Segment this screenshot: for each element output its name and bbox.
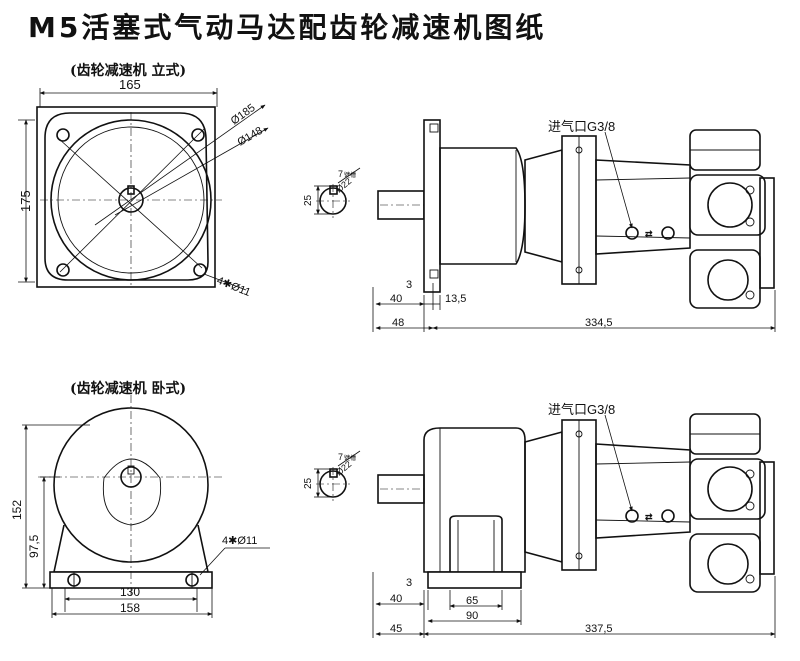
d185-label: Ø185 — [229, 102, 258, 128]
height-152: 152 — [10, 500, 24, 520]
port-out — [661, 226, 675, 240]
front-view-vertical: Ø185 Ø148 4✱Ø11 165 175 — [18, 77, 269, 299]
dim-90: 90 — [466, 610, 478, 622]
mount-flange — [423, 119, 441, 293]
dim-48-top: 48 — [392, 317, 404, 329]
motor-body-bottom — [595, 443, 691, 539]
shaft-height-bottom: 25 — [303, 477, 314, 489]
motor-body — [595, 159, 691, 255]
hole-label-bottom: 4✱Ø11 — [222, 535, 257, 547]
front-view-horizontal: 152 97,5 4✱Ø11 130 158 — [10, 395, 270, 618]
key-width-top: 7 — [338, 169, 343, 179]
shaft-height-top: 25 — [303, 194, 314, 206]
dim-length-bottom: 337,5 — [585, 623, 613, 635]
foot-channel — [449, 515, 503, 572]
svg-text:⇄: ⇄ — [645, 512, 653, 522]
dim-3-bottom: 3 — [406, 577, 412, 589]
port-out-bottom — [661, 509, 675, 523]
foot-base — [53, 524, 209, 573]
dim-130: 130 — [120, 585, 140, 599]
center-97-5: 97,5 — [27, 534, 41, 558]
hole-label: 4✱Ø11 — [215, 275, 252, 299]
dim-40-bottom: 40 — [390, 593, 402, 605]
key-note-top: 键槽 — [344, 171, 356, 179]
coupling — [524, 148, 563, 264]
flange-plate — [44, 112, 209, 281]
width-165: 165 — [119, 77, 141, 92]
gearbox-housing — [423, 427, 526, 573]
port-label-top: 进气口G3/8 — [548, 119, 615, 134]
bolt-hole-tr — [191, 128, 205, 142]
side-view-vertical: ⇄ 进气口G3/8 3 40 13,5 48 334,5 — [372, 119, 776, 332]
cylinder-mid — [689, 174, 766, 236]
svg-text:⇄: ⇄ — [645, 229, 653, 239]
key-width-bottom: 7 — [338, 452, 343, 462]
bolt-hole-br — [193, 263, 207, 277]
port-label-bottom: 进气口G3/8 — [548, 402, 615, 417]
flange-outline — [36, 106, 216, 288]
bolt-hole-tl — [56, 128, 70, 142]
port-in-bottom — [625, 509, 639, 523]
drawing-title: M5活塞式气动马达配齿轮减速机图纸 — [28, 11, 547, 44]
dim-13-5-top: 13,5 — [445, 293, 466, 305]
dim-45: 45 — [390, 623, 402, 635]
key-note-bottom: 键槽 — [344, 454, 356, 462]
shaft-detail-bottom: 25 7 键槽 Ø22 — [303, 450, 361, 501]
foot-plate — [427, 571, 522, 589]
height-175: 175 — [18, 190, 33, 212]
dim-3-top: 3 — [406, 279, 412, 291]
dim-158: 158 — [120, 601, 140, 615]
side-view-horizontal: ⇄ 进气口G3/8 3 40 65 90 45 337,5 — [372, 402, 776, 638]
gearbox-body — [439, 147, 526, 265]
dim-40-top: 40 — [390, 293, 402, 305]
bolt-hole-bl — [56, 263, 70, 277]
shaft-detail-top: 25 7 键槽 Ø22 — [303, 167, 361, 218]
d148-label: Ø148 — [236, 125, 265, 149]
dim-length-top: 334,5 — [585, 317, 613, 329]
caption-vertical: (齿轮减速机 立式) — [70, 63, 187, 79]
dim-65: 65 — [466, 595, 478, 607]
caption-horizontal: (齿轮减速机 卧式) — [70, 381, 187, 397]
